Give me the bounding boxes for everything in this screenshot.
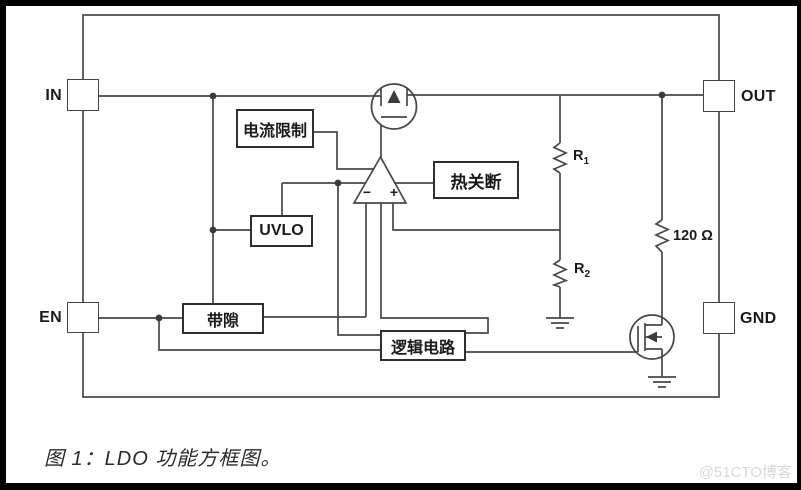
junction-dots — [155, 91, 666, 322]
wire-current-limit-output — [314, 131, 374, 170]
r1-label: R1 — [573, 148, 589, 167]
resistor-120ohm-icon — [653, 95, 671, 253]
r2-label: R2 — [574, 261, 590, 280]
wire-feedback-to-divider — [392, 203, 560, 231]
pin-in-square — [67, 79, 99, 111]
junction-dot — [334, 179, 342, 187]
pin-label-gnd: GND — [740, 310, 777, 327]
pin-label-en: EN — [39, 309, 62, 326]
r1-sub: 1 — [583, 155, 590, 167]
block-uvlo: UVLO — [250, 215, 313, 247]
watermark: @51CTO博客 — [698, 464, 792, 481]
wire-uvlo-node-to-logic — [337, 183, 380, 336]
block-current-limit: 电流限制 — [236, 109, 314, 148]
r1-name: R — [573, 148, 584, 164]
junction-dot — [209, 92, 217, 100]
pin-out-square — [703, 80, 735, 112]
ground-icon — [546, 317, 574, 329]
resistor-r1-icon — [551, 96, 569, 174]
junction-dot — [155, 314, 163, 322]
block-thermal-shutdown: 热关断 — [433, 161, 519, 199]
junction-dot — [658, 91, 666, 99]
r2-sub: 2 — [584, 268, 591, 280]
output-resistor-label: 120 Ω — [673, 228, 713, 244]
opamp-minus-input-label: − — [362, 184, 372, 200]
ground-icon — [648, 376, 676, 388]
nmos-transistor-icon — [629, 314, 675, 360]
wire-bandgap-to-opamp — [264, 203, 367, 318]
block-logic: 逻辑电路 — [380, 330, 466, 361]
wire-uvlo-output — [281, 182, 366, 215]
block-bandgap: 带隙 — [182, 303, 264, 334]
resistor-r2-icon — [551, 259, 569, 318]
wire-opamp-to-logic-wrap — [380, 203, 489, 334]
opamp-plus-input-label: + — [389, 184, 399, 200]
pin-gnd-square — [703, 302, 735, 334]
ic-boundary-frame — [82, 14, 720, 398]
pin-label-out: OUT — [741, 88, 776, 105]
pmos-pass-transistor-icon — [370, 83, 418, 130]
junction-dot — [209, 226, 217, 234]
pin-en-square — [67, 302, 99, 333]
wire-en-to-logic — [158, 318, 380, 351]
opamp-triangle — [352, 118, 408, 204]
figure-caption: 图 1：LDO 功能方框图。 — [44, 448, 282, 470]
pin-label-in: IN — [45, 87, 62, 104]
r2-name: R — [574, 261, 585, 277]
